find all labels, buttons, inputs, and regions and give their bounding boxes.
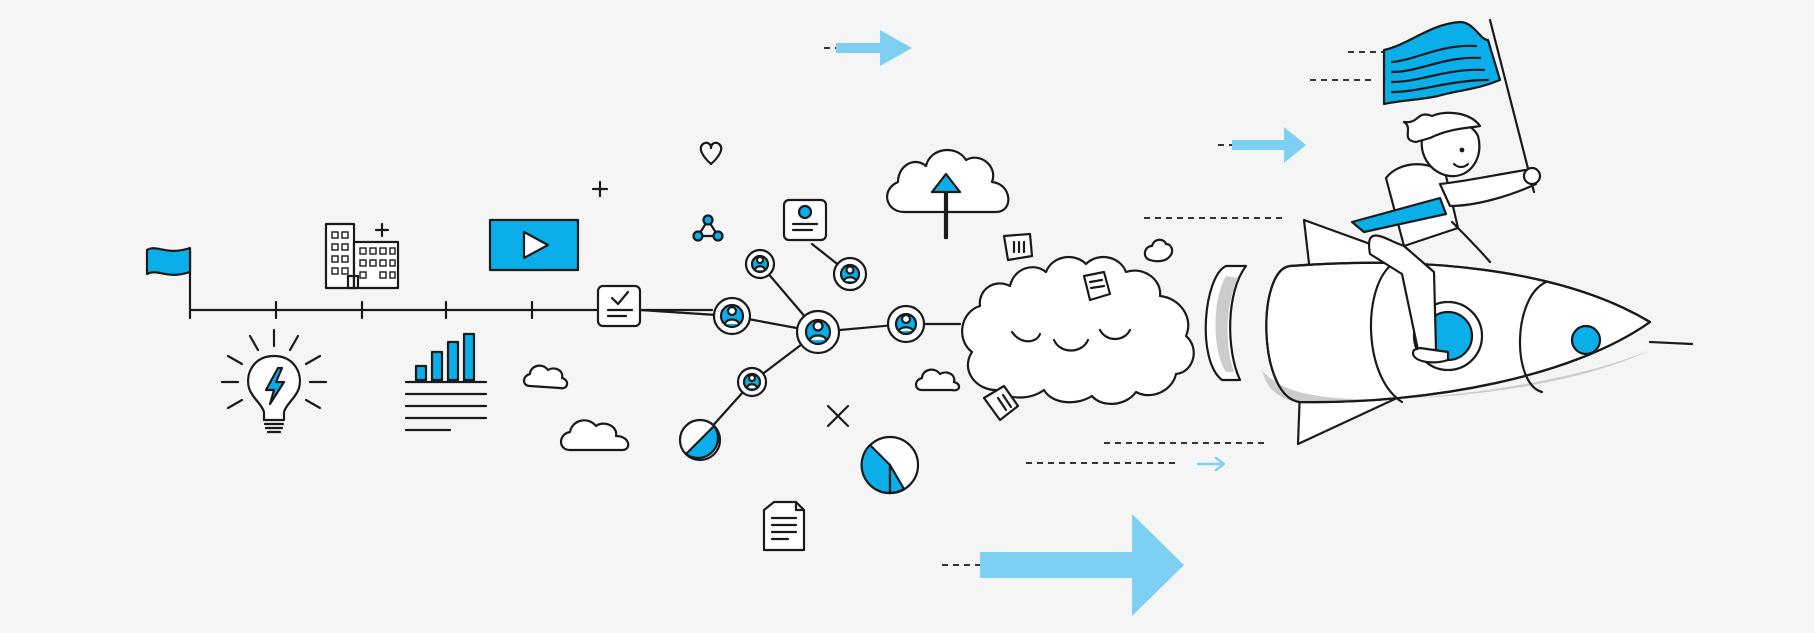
lightbulb-icon	[220, 328, 328, 434]
close-mark-icon	[826, 404, 850, 428]
network-graph	[638, 198, 962, 442]
user-node-icon	[744, 248, 776, 280]
document-icon-flying	[982, 384, 1020, 422]
user-node-icon	[712, 296, 752, 336]
speed-lines	[1026, 51, 1384, 464]
arrow-icon-top	[824, 30, 912, 66]
user-node-icon	[886, 304, 926, 344]
heart-icon	[699, 141, 723, 166]
share-icon	[692, 214, 724, 242]
cloud-upload-icon	[886, 149, 1010, 240]
cloud-icon	[559, 419, 630, 452]
document-icon-flying	[1082, 270, 1112, 302]
profile-card-icon	[782, 198, 828, 242]
arrows-group	[824, 30, 1306, 616]
pie-chart-icon-small	[678, 418, 722, 462]
document-icon-flying	[1002, 232, 1034, 262]
rocket-exhaust-cloud	[961, 255, 1195, 405]
document-icon	[762, 500, 806, 552]
bar-chart-icon	[404, 332, 488, 432]
cloud-icon	[522, 364, 569, 390]
arrow-icon-right-upper	[1218, 127, 1306, 163]
cloud-icon	[914, 368, 961, 392]
video-play-icon	[488, 218, 580, 272]
user-node-icon	[832, 256, 868, 292]
user-node-icon	[795, 309, 841, 355]
person-with-flag-icon	[1350, 18, 1542, 364]
checklist-icon	[596, 284, 642, 328]
flag-icon-start	[145, 246, 192, 276]
pie-chart-icon-large	[860, 435, 920, 495]
arrow-icon-large-bottom	[942, 514, 1184, 616]
user-node-icon	[736, 366, 768, 398]
cloud-icon	[1143, 238, 1174, 263]
rocket-icon	[1204, 218, 1694, 446]
arrow-icon-small	[1196, 456, 1226, 472]
plus-icon	[591, 180, 609, 198]
office-building-icon	[324, 222, 400, 290]
